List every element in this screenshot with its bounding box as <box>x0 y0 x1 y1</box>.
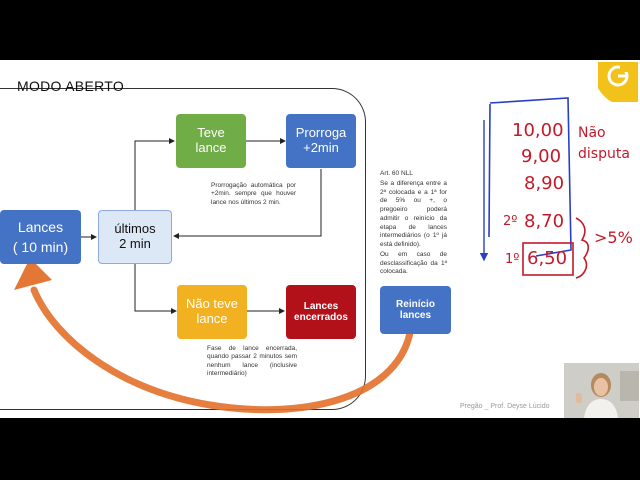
art-body: Se a diferença entre a 2ª colocada e a 1… <box>380 180 447 250</box>
teve-lance-line2: lance <box>195 141 226 156</box>
teve-lance-line1: Teve <box>197 126 224 141</box>
hand-second-value: 8,70 <box>524 211 564 232</box>
hand-first-label: 1º <box>505 252 519 267</box>
presenter-image <box>564 363 639 418</box>
prorroga-line1: Prorroga <box>296 126 347 141</box>
logo-icon <box>598 62 638 102</box>
hand-value-1: 10,00 <box>512 120 564 141</box>
lances-box: Lances ( 10 min) <box>0 210 81 264</box>
reinicio-line2: lances <box>400 310 431 322</box>
reinicio-line1: Reinício <box>396 299 435 311</box>
nao-teve-lance-line1: Não teve <box>186 297 238 312</box>
art-title: Art. 60 NLL <box>380 170 447 179</box>
hand-first-value: 6,50 <box>527 248 567 269</box>
ultimos-box: últimos 2 min <box>98 210 172 264</box>
handwritten-brace <box>576 218 588 278</box>
lances-duration: ( 10 min) <box>13 239 68 255</box>
hand-percent: >5% <box>594 228 633 247</box>
reinicio-lances-box: Reinício lances <box>380 286 451 334</box>
hand-second-label: 2º <box>503 214 517 229</box>
note-fase-encerrada: Fase de lance encerrada, quando passar 2… <box>207 345 297 379</box>
hand-value-2: 9,00 <box>521 146 561 167</box>
note-prorrogacao: Prorrogação automática por +2min. sempre… <box>211 182 296 207</box>
arrow-ultimos-nao-teve <box>135 264 176 311</box>
art-extra: Ou em caso de desclassificação da 1ª col… <box>380 251 447 277</box>
hand-word-disputa: disputa <box>578 146 630 162</box>
lances-encerrados-line2: encerrados <box>294 312 348 324</box>
nao-teve-lance-line2: lance <box>196 312 227 327</box>
lances-label: Lances <box>18 219 63 235</box>
nao-teve-lance-box: Não teve lance <box>177 285 247 339</box>
prorroga-line2: +2min <box>303 141 339 156</box>
ultimos-label: últimos <box>114 222 155 237</box>
hand-word-nao: Não <box>578 125 606 141</box>
lances-encerrados-line1: Lances <box>304 301 338 313</box>
art-60-text: Art. 60 NLL Se a diferença entre a 2ª co… <box>380 170 447 278</box>
diagram-title: MODO ABERTO <box>17 78 124 94</box>
prorroga-box: Prorroga +2min <box>286 114 356 168</box>
webcam-thumbnail <box>564 363 639 418</box>
arrow-ultimos-teve <box>135 141 174 210</box>
footer-text: Pregão _ Prof. Deyse Lúcido <box>460 403 550 410</box>
ultimos-duration: 2 min <box>119 237 151 252</box>
lances-encerrados-box: Lances encerrados <box>286 285 356 339</box>
teve-lance-box: Teve lance <box>176 114 246 168</box>
hand-value-3: 8,90 <box>524 173 564 194</box>
